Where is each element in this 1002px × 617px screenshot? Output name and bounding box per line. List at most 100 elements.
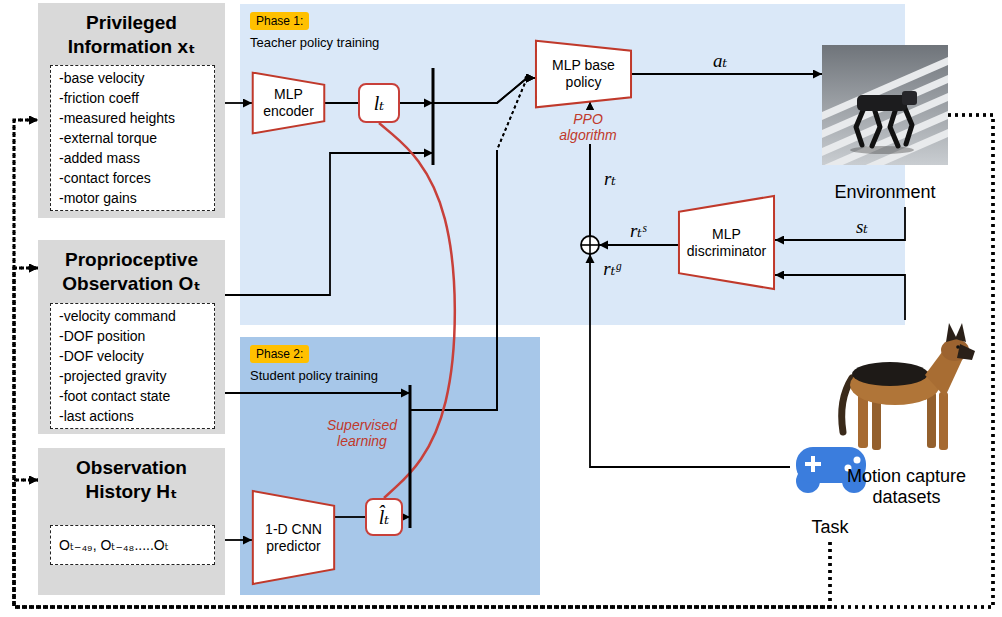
phase-region: Phase 2: Student policy training 1-D CNN p… (240, 337, 540, 595)
arrow-head (401, 389, 410, 398)
robot-leg (856, 108, 864, 145)
sum-node (581, 236, 599, 254)
phase-one-ground (240, 4, 905, 325)
network-block: MLP encoder (252, 72, 325, 134)
history-box: Oₜ₋₄₉, Oₜ₋₄₈.....Oₜ (50, 525, 215, 565)
latent-symbol: l̂ₜ (379, 506, 390, 528)
list-item: -projected gravity (59, 366, 210, 386)
robot-leg (872, 108, 880, 146)
panel-heading: Privileged Information xₜ (38, 3, 225, 59)
connector (14, 120, 830, 607)
list-item: -contact forces (59, 168, 210, 188)
connector (325, 102, 358, 104)
trapezoid-shape (253, 491, 334, 584)
info-panel: Observation History Hₜ Oₜ₋₄₉, Oₜ₋₄₈.....O… (38, 448, 225, 595)
latent-box: lₜ (358, 83, 400, 123)
dog-ear (955, 323, 966, 342)
list-item: -measured heights (59, 108, 210, 128)
latent-box: l̂ₜ (365, 498, 403, 536)
info-panel: Privileged Information xₜ-base velocity-… (38, 3, 225, 218)
block-label: MLP discriminator (678, 226, 775, 260)
switch-contact (525, 76, 530, 81)
panel-heading: Proprioceptive Observation Oₜ (38, 240, 225, 296)
dog-saddle (852, 362, 928, 386)
dog-illustration (842, 323, 975, 450)
panel-heading: Observation History Hₜ (38, 448, 225, 504)
task-node: Task (790, 440, 870, 542)
block-label: MLP encoder (252, 86, 325, 120)
list-item: Oₜ₋₄₉, Oₜ₋₄₈.....Oₜ (59, 535, 210, 555)
block-label: MLP base policy (535, 57, 632, 91)
robot-head (902, 91, 917, 105)
concat-bar (432, 68, 435, 165)
signal-name: rₜˢ (630, 220, 646, 241)
trapezoid-shape (536, 41, 631, 108)
dog-eye (956, 345, 960, 349)
network-block: MLP discriminator (678, 195, 775, 290)
figure-caption: Task (811, 517, 848, 542)
signal-name: aₜ (711, 50, 729, 71)
phase-text: Phase 1: (250, 12, 309, 30)
connector (590, 102, 790, 467)
list-item: -DOF position (59, 326, 210, 346)
connector (379, 123, 455, 498)
gamepad-dpad (811, 456, 815, 472)
phase-two-ground (240, 337, 540, 595)
list-item: -DOF velocity (59, 346, 210, 366)
figure-caption: Environment (834, 182, 935, 207)
signal-name: rₜ (604, 168, 616, 189)
dog-leg (927, 392, 936, 448)
trapezoid-shape (679, 196, 774, 289)
environment-sky (822, 45, 948, 165)
list-item: -external torque (59, 128, 210, 148)
connector (400, 78, 535, 103)
block-label: 1-D CNN predictor (252, 521, 335, 555)
network-block: MLP base policy (535, 40, 632, 108)
list-item: -foot contact state (59, 386, 210, 406)
connector (225, 539, 252, 541)
feature-list: -base velocity-friction coeff-measured h… (50, 65, 215, 211)
environment-illustration (822, 45, 948, 165)
dataset-node: Motion capture datasets (835, 320, 978, 512)
info-panel: Proprioceptive Observation Oₜ -velocity c… (38, 240, 225, 434)
phase-text: Phase 2: (250, 345, 309, 363)
algorithm-note: PPO algorithm (545, 110, 631, 144)
network-block: 1-D CNN predictor (252, 490, 335, 585)
latent-symbol: lₜ (374, 92, 385, 114)
dog-leg (939, 392, 948, 450)
phase-text: Student policy training (250, 368, 378, 383)
arrow-head (424, 99, 433, 108)
environment-node: Environment (822, 45, 948, 207)
robot-leg (890, 108, 898, 146)
arrow-head (586, 254, 595, 263)
figure-caption: Motion capture datasets (835, 466, 978, 512)
training-note: Supervised learning (322, 417, 402, 449)
sum-cross (589, 236, 591, 254)
trapezoid-shape (253, 73, 325, 134)
list-item: -velocity command (59, 306, 210, 326)
signal-name: rₜᵍ (603, 258, 621, 279)
connector (335, 516, 365, 518)
connector (225, 102, 252, 104)
phase-text: Teacher policy training (250, 35, 379, 50)
list-item: -base velocity (59, 68, 210, 88)
robot-leg (904, 106, 912, 144)
robot-shadow (850, 146, 914, 154)
list-item: -last actions (59, 406, 210, 426)
stair-stripe (822, 129, 948, 165)
robot-legs (856, 106, 912, 146)
arrow-head (599, 241, 608, 250)
connector (403, 78, 535, 517)
concat-bar (409, 385, 412, 528)
dog-ear (946, 323, 957, 342)
list-item: -friction coeff (59, 88, 210, 108)
phase-region: Phase 1: Teacher policy trainingMLP encod… (240, 4, 905, 325)
gamepad-button (854, 457, 861, 464)
list-item: -added mass (59, 148, 210, 168)
connector (775, 207, 905, 240)
arrow-head (424, 149, 433, 158)
connector (632, 73, 822, 75)
signal-name: sₜ (854, 216, 870, 237)
feature-list: -velocity command-DOF position-DOF veloc… (50, 303, 215, 429)
